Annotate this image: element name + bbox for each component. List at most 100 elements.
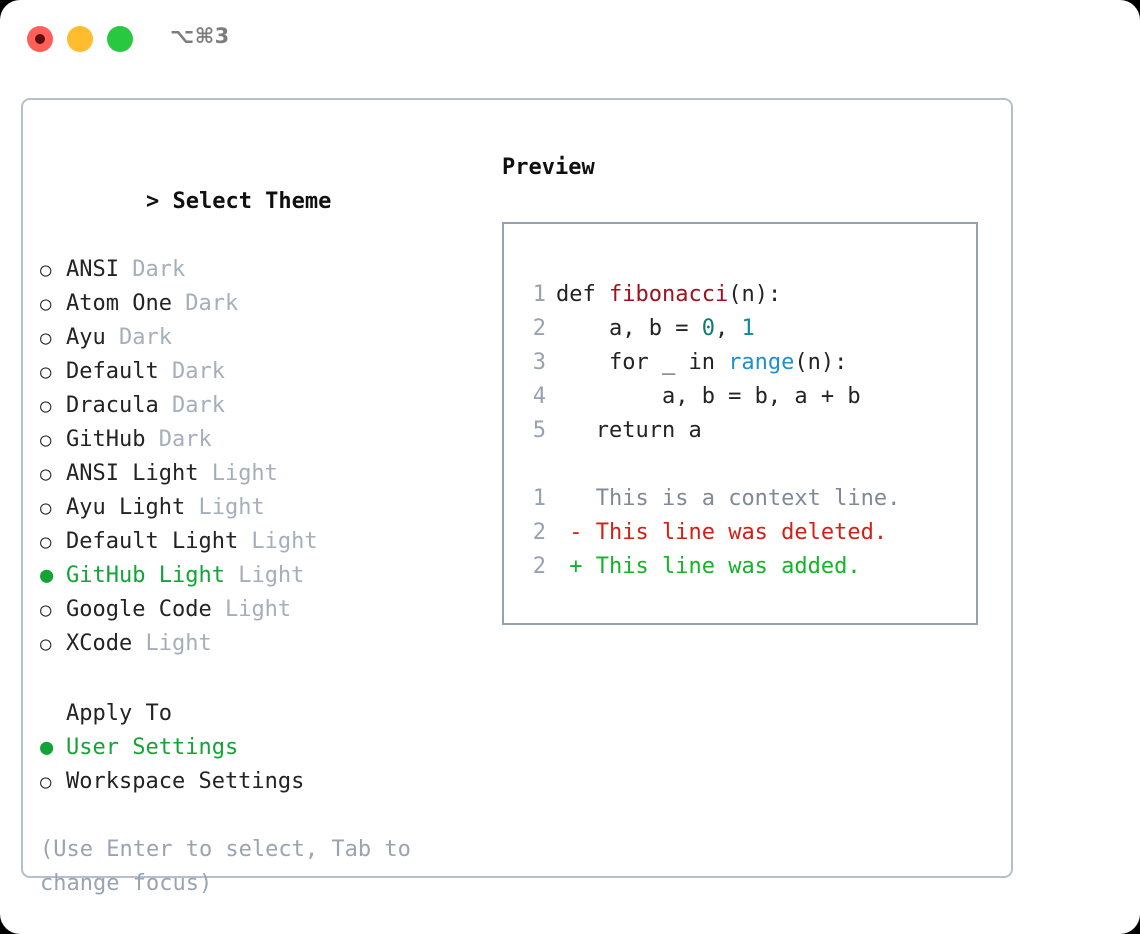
diff-line-added: 2 + This line was added.: [520, 550, 970, 584]
diff-text: This is a context line.: [582, 486, 901, 511]
code-diff-separator: [520, 448, 970, 482]
close-button[interactable]: [27, 26, 53, 52]
theme-option-tag: Dark: [158, 359, 225, 384]
select-theme-title: Select Theme: [172, 189, 332, 214]
theme-option-tag: Light: [211, 597, 292, 622]
theme-option-tag: Dark: [105, 325, 172, 350]
theme-option-label: Default: [66, 359, 159, 384]
code-line: 4 a, b = b, a + b: [520, 380, 970, 414]
select-theme-header: > Select Theme: [40, 151, 480, 253]
theme-list: ○ ANSI Dark ○ Atom One Dark ○ Ayu Dark ○ Defaul…: [40, 253, 480, 661]
theme-option-label: Default Light: [66, 529, 239, 554]
apply-to-title: Apply To: [66, 701, 172, 726]
theme-option-github-light[interactable]: ● GitHub Light Light: [40, 559, 480, 593]
theme-option-ayu[interactable]: ○ Ayu Dark: [40, 321, 480, 355]
diff-text: This line was deleted.: [582, 520, 888, 545]
code-token-plain: ,: [714, 316, 742, 341]
radio-unselected-icon: ○: [40, 259, 52, 281]
apply-to-section: Apply To ● User Settings ○Workspace Settin…: [40, 697, 480, 799]
diff-marker: [556, 486, 583, 511]
content-panel: > Select Theme ○ANSI Dark○Atom One Dark○…: [21, 98, 1013, 896]
line-number: 2: [532, 520, 546, 545]
radio-unselected-icon: ○: [40, 361, 52, 383]
code-token-plain: def: [556, 282, 609, 307]
radio-unselected-icon: ○: [40, 531, 52, 553]
code-line: 2 a, b = 0, 1: [520, 312, 970, 346]
code-token-plain: a, b =: [556, 316, 702, 341]
line-number: 5: [532, 418, 546, 443]
keyboard-hint: (Use Enter to select, Tab to change focu…: [40, 837, 425, 896]
theme-option-label: GitHub: [66, 427, 146, 452]
theme-option-tag: Light: [132, 631, 212, 656]
theme-option-label: Ayu Light: [66, 495, 186, 520]
radio-unselected-icon: ○: [40, 463, 52, 485]
code-token-plain: (n):: [794, 350, 848, 375]
radio-unselected-icon: ○: [40, 429, 52, 451]
apply-to-option-label: User Settings: [66, 735, 239, 760]
theme-option-label: ANSI Light: [66, 461, 199, 486]
theme-option-label: Dracula: [66, 393, 159, 418]
code-token-num: 0: [701, 316, 715, 341]
radio-unselected-icon: ○: [40, 633, 52, 655]
theme-option-tag: Light: [185, 495, 265, 520]
diff-line-context: 1 This is a context line.: [520, 482, 970, 516]
theme-option-tag: Dark: [171, 291, 239, 316]
theme-option-tag: Light: [238, 529, 318, 554]
radio-unselected-icon: ○: [40, 771, 52, 793]
code-line: 5 return a: [520, 414, 970, 448]
theme-option-github[interactable]: ○ GitHub Dark: [40, 423, 480, 457]
theme-option-tag: Light: [198, 461, 278, 486]
theme-option-label: Google Code: [66, 597, 212, 622]
theme-option-default-light[interactable]: ○ Default Light Light: [40, 525, 480, 559]
line-number: 4: [532, 384, 546, 409]
maximize-button[interactable]: [107, 26, 133, 52]
line-number: 3: [532, 350, 546, 375]
radio-unselected-icon: ○: [40, 327, 52, 349]
theme-option-ansi[interactable]: ○ ANSI Dark: [40, 253, 480, 287]
theme-option-tag: Dark: [145, 427, 212, 452]
code-token-num2: 1: [741, 316, 755, 341]
apply-to-option-user-settings[interactable]: ● User Settings: [40, 731, 480, 765]
theme-option-label: GitHub Light: [66, 563, 225, 588]
code-line: 3 for _ in range(n):: [520, 346, 970, 380]
prompt-caret-icon: >: [145, 189, 173, 214]
diff-marker: +: [556, 554, 583, 579]
minimize-button[interactable]: [67, 26, 93, 52]
line-number: 1: [532, 486, 546, 511]
apply-to-list: ● User Settings ○Workspace Settings: [40, 731, 480, 799]
theme-option-ayu-light[interactable]: ○ Ayu Light Light: [40, 491, 480, 525]
theme-option-label: Atom One: [66, 291, 172, 316]
theme-option-dracula[interactable]: ○Dracula Dark: [40, 389, 480, 423]
code-token-plain: a, b = b, a + b: [556, 384, 861, 409]
shortcut-label: ⌥⌘3: [170, 24, 230, 48]
theme-option-tag: Light: [224, 563, 305, 588]
theme-option-tag: Dark: [118, 257, 186, 282]
theme-option-google-code[interactable]: ○ Google Code Light: [40, 593, 480, 627]
radio-unselected-icon: ○: [40, 497, 52, 519]
code-token-plain: for _ in: [556, 350, 729, 375]
radio-unselected-icon: ○: [40, 599, 52, 621]
theme-option-xcode[interactable]: ○XCode Light: [40, 627, 480, 661]
diff-text: This line was added.: [582, 554, 861, 579]
radio-unselected-icon: ○: [40, 293, 52, 315]
line-number: 2: [532, 554, 546, 579]
radio-selected-icon: ●: [40, 735, 54, 760]
theme-option-label: Ayu: [66, 325, 106, 350]
diff-marker: -: [556, 520, 583, 545]
code-token-plain: return a: [556, 418, 702, 443]
left-column: > Select Theme ○ANSI Dark○Atom One Dark○…: [40, 151, 480, 901]
theme-option-atom-one[interactable]: ○ Atom One Dark: [40, 287, 480, 321]
code-token-fn: fibonacci: [608, 282, 729, 307]
code-token-plain: (n):: [728, 282, 782, 307]
radio-selected-icon: ●: [40, 563, 54, 588]
code-token-call: range: [728, 350, 795, 375]
theme-option-default[interactable]: ○ Default Dark: [40, 355, 480, 389]
line-number: 1: [532, 282, 546, 307]
theme-option-ansi-light[interactable]: ○ ANSI Light Light: [40, 457, 480, 491]
preview-header: Preview: [502, 155, 595, 180]
theme-option-label: ANSI: [66, 257, 119, 282]
apply-to-option-workspace-settings[interactable]: ○Workspace Settings: [40, 765, 480, 799]
